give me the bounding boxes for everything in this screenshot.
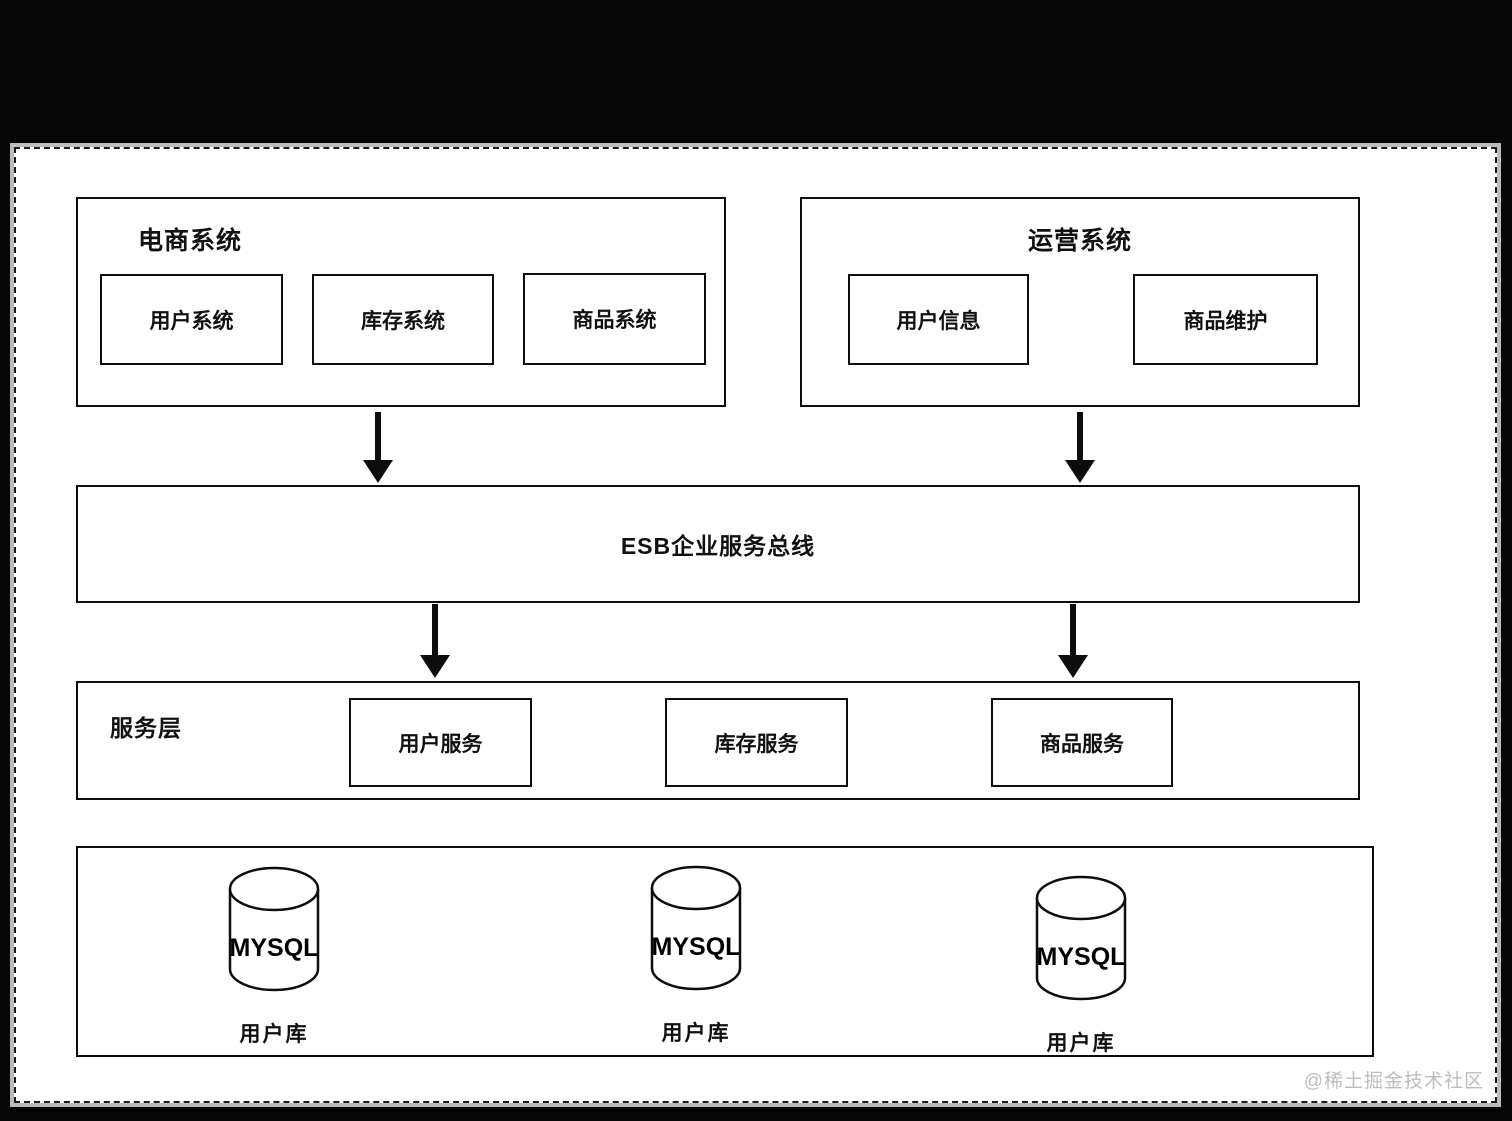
arrow-down-head-icon: [420, 655, 450, 678]
mysql-cylinder-icon: MYSQL: [1035, 875, 1127, 1001]
esb-bus-box: ESB企业服务总线: [76, 485, 1360, 603]
inventory-system-box: 库存系统: [312, 274, 494, 365]
user-service-box: 用户服务: [349, 698, 532, 787]
database-engine-label: MYSQL: [652, 933, 741, 961]
database-engine-label: MYSQL: [1037, 943, 1126, 971]
arrow-shaft: [375, 412, 381, 460]
arrow-shaft: [1077, 412, 1083, 460]
database-name-label: 用户库: [661, 1022, 731, 1045]
product-maintenance-box: 商品维护: [1133, 274, 1318, 365]
arrow-shaft: [432, 604, 438, 655]
database-engine-label: MYSQL: [230, 934, 319, 962]
inventory-service-box: 库存服务: [665, 698, 848, 787]
arrow-ecommerce-to-esb-icon: [363, 412, 393, 483]
arrow-down-head-icon: [363, 460, 393, 483]
database-name-label: 用户库: [1046, 1032, 1116, 1055]
arrow-down-head-icon: [1058, 655, 1088, 678]
database-unit: MYSQL 用户库: [204, 865, 344, 1048]
operations-system-title: 运营系统: [1027, 227, 1133, 255]
service-layer-title: 服务层: [110, 715, 182, 741]
mysql-cylinder-icon: MYSQL: [650, 865, 742, 991]
arrow-esb-to-product-service-icon: [1058, 604, 1088, 678]
database-unit: MYSQL 用户库: [1011, 874, 1151, 1057]
data-layer-group: MYSQL 用户库 MYSQL 用户库 MYSQL 用户库: [76, 846, 1374, 1057]
user-info-box: 用户信息: [848, 274, 1029, 365]
arrow-esb-to-user-service-icon: [420, 604, 450, 678]
database-unit: MYSQL 用户库: [626, 864, 766, 1047]
ecommerce-system-group: 电商系统 用户系统 库存系统 商品系统: [76, 197, 726, 407]
database-name-label: 用户库: [239, 1023, 309, 1046]
user-system-box: 用户系统: [100, 274, 283, 365]
arrow-shaft: [1070, 604, 1076, 655]
arrow-operations-to-esb-icon: [1065, 412, 1095, 483]
ecommerce-system-title: 电商系统: [138, 227, 243, 255]
mysql-cylinder-icon: MYSQL: [228, 866, 320, 992]
juejin-watermark: @稀土掘金技术社区: [1303, 1071, 1484, 1092]
service-layer-group: 服务层 用户服务 库存服务 商品服务: [76, 681, 1360, 800]
operations-system-group: 运营系统 用户信息 商品维护: [800, 197, 1360, 407]
product-service-box: 商品服务: [991, 698, 1173, 787]
product-system-box: 商品系统: [523, 273, 706, 365]
arrow-down-head-icon: [1065, 460, 1095, 483]
